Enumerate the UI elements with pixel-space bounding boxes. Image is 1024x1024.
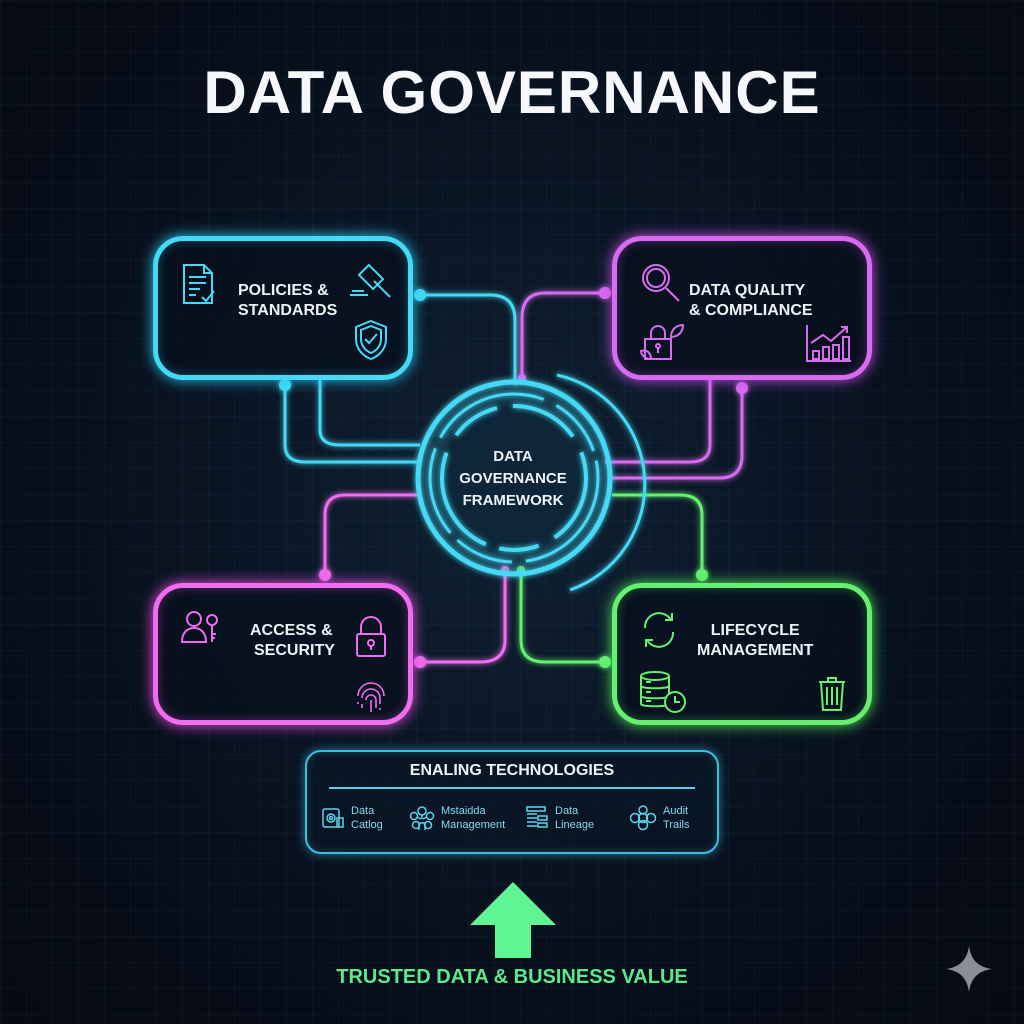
- center-framework-label: DATA GOVERNANCE FRAMEWORK: [432, 446, 594, 512]
- pillar-label-line2: STANDARDS: [238, 302, 338, 319]
- tech-item-data-catalog[interactable]: Data Catlog: [321, 804, 383, 832]
- tech-label-line1: Mstaidda: [441, 805, 486, 817]
- lock-leaf-icon: [639, 323, 685, 361]
- pillar-label: ACCESS & SECURITY: [250, 621, 335, 661]
- up-arrow-icon: [470, 882, 556, 958]
- catalog-icon: [322, 808, 344, 828]
- page-title: DATA GOVERNANCE: [203, 59, 821, 126]
- outcome-label: TRUSTED DATA & BUSINESS VALUE: [336, 966, 688, 988]
- tech-label-line2: Management: [441, 819, 506, 831]
- sparkle-icon: [946, 946, 992, 992]
- tech-item-label: Mstaidda Management: [441, 804, 505, 832]
- pillar-label-line1: DATA QUALITY: [689, 282, 806, 299]
- pillar-label-line1: LIFECYCLE: [710, 622, 800, 639]
- pillar-data-quality-compliance[interactable]: DATA QUALITY & COMPLIANCE: [612, 236, 872, 380]
- technologies-title: ENALING TECHNOLOGIES: [409, 762, 615, 779]
- tech-label-line2: Catlog: [351, 819, 383, 831]
- metadata-network-icon: [409, 806, 435, 830]
- tech-label-line1: Data: [351, 805, 375, 817]
- fingerprint-icon: [357, 682, 385, 712]
- bar-chart-trend-icon: [806, 325, 851, 362]
- pillar-policies-standards[interactable]: POLICIES & STANDARDS: [153, 236, 413, 380]
- refresh-cycle-icon: [643, 612, 675, 648]
- tech-item-label: Audit Trails: [663, 804, 689, 832]
- pillar-access-security[interactable]: ACCESS & SECURITY: [153, 583, 413, 725]
- enabling-technologies-panel: ENALING TECHNOLOGIES Data Catlog Mstaidd…: [305, 750, 719, 854]
- document-check-icon: [183, 264, 215, 304]
- trash-icon: [819, 677, 845, 711]
- tech-item-label: Data Catlog: [351, 804, 383, 832]
- tech-label-line1: Audit: [663, 805, 689, 817]
- pillar-label: POLICIES & STANDARDS: [238, 281, 337, 321]
- lineage-icon: [526, 806, 548, 828]
- center-line-2: GOVERNANCE: [459, 470, 567, 487]
- pillar-lifecycle-management[interactable]: LIFECYCLE MANAGEMENT: [612, 583, 872, 725]
- magnifier-icon: [642, 264, 680, 302]
- technologies-divider: [329, 787, 695, 789]
- center-line-3: FRAMEWORK: [462, 492, 564, 509]
- center-line-1: DATA: [493, 448, 533, 465]
- pillar-label-line2: MANAGEMENT: [697, 642, 814, 659]
- tech-item-label: Data Lineage: [555, 804, 594, 832]
- user-key-icon: [180, 611, 218, 643]
- pillar-label: DATA QUALITY & COMPLIANCE: [689, 281, 813, 321]
- tech-label-line2: Lineage: [555, 819, 595, 831]
- pillar-label-line2: & COMPLIANCE: [689, 302, 813, 319]
- tech-item-data-lineage[interactable]: Data Lineage: [525, 804, 594, 832]
- padlock-icon: [356, 616, 386, 657]
- pillar-label-line2: SECURITY: [254, 642, 335, 659]
- pillar-label-line1: ACCESS &: [250, 622, 333, 639]
- shield-check-icon: [355, 319, 387, 361]
- database-clock-icon: [640, 671, 686, 713]
- pillar-label-line1: POLICIES &: [238, 282, 329, 299]
- gavel-icon: [350, 263, 391, 298]
- tech-label-line1: Data: [555, 805, 579, 817]
- tech-label-line2: Trails: [663, 819, 690, 831]
- tech-item-metadata-management[interactable]: Mstaidda Management: [409, 804, 505, 832]
- audit-circles-icon: [629, 805, 657, 831]
- tech-item-audit-trails[interactable]: Audit Trails: [629, 804, 689, 832]
- pillar-label: LIFECYCLE MANAGEMENT: [697, 621, 813, 661]
